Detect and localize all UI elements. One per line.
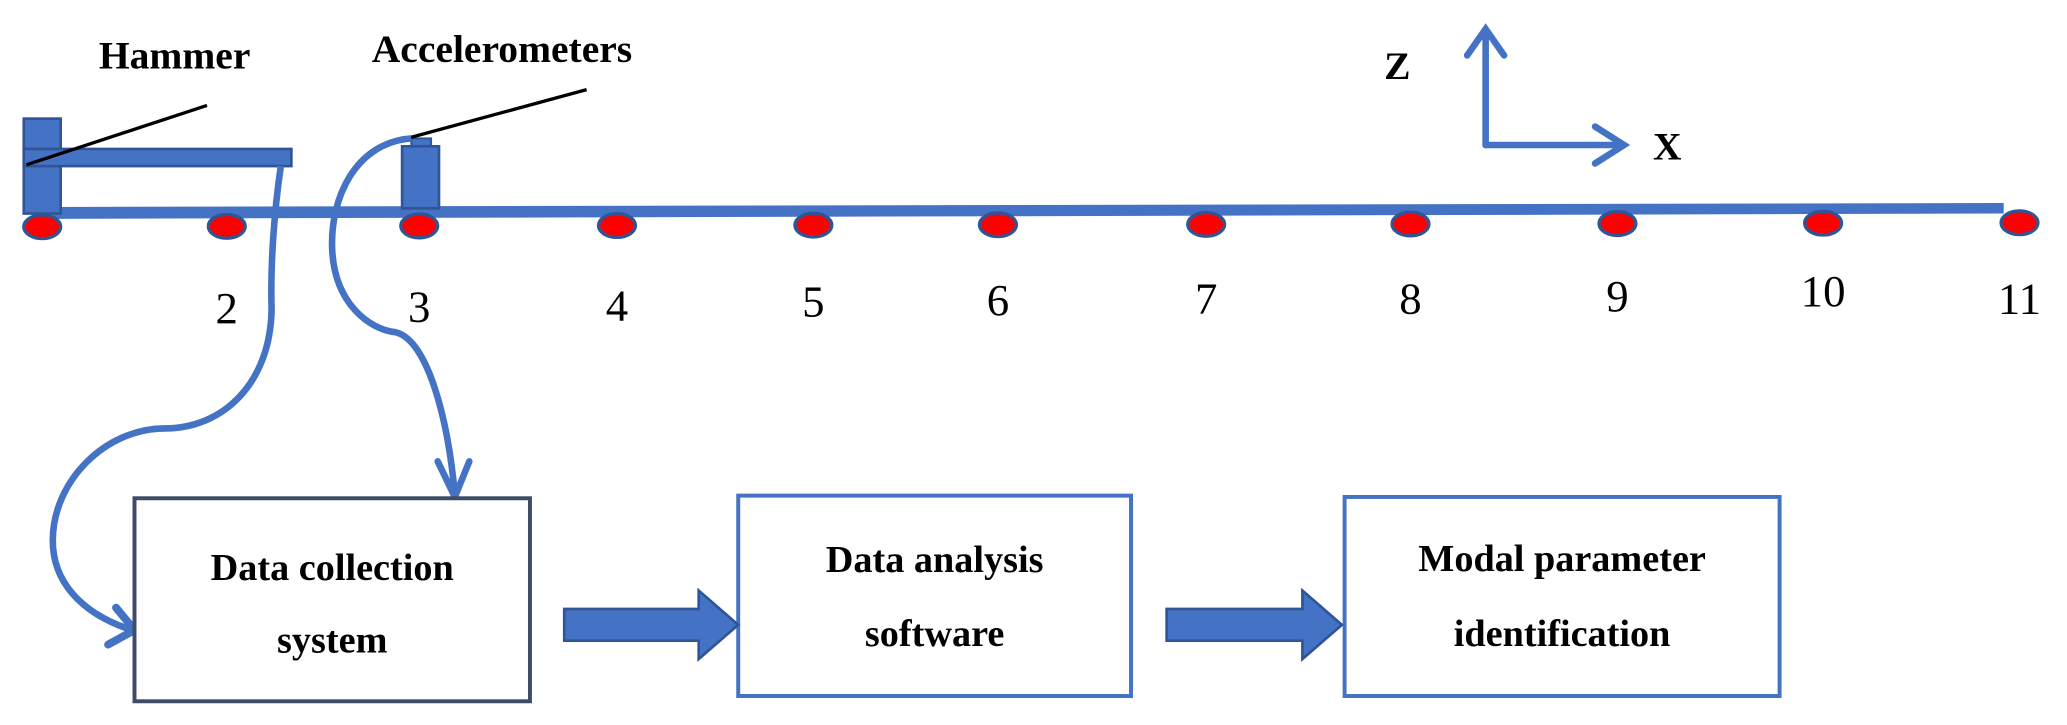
data-analysis-line2: software	[865, 613, 1004, 655]
measurement-points	[22, 209, 2040, 241]
beam	[52, 203, 2004, 219]
point-label: 10	[1801, 266, 1846, 316]
accelerometers-label: Accelerometers	[372, 27, 632, 71]
measurement-point	[1390, 210, 1431, 238]
point-label: 11	[1998, 274, 2041, 324]
axes-icon	[1463, 23, 1631, 167]
measurement-point	[793, 211, 834, 239]
point-label: 9	[1606, 271, 1628, 321]
data-analysis-line1: Data analysis	[826, 539, 1044, 581]
measurement-point	[596, 212, 638, 240]
measurement-point	[1999, 209, 2040, 237]
modal-identification-line2: identification	[1454, 613, 1671, 655]
point-label: 3	[408, 282, 430, 332]
data-collection-line2: system	[277, 620, 388, 662]
point-label: 6	[987, 275, 1009, 325]
axis-z-label: Z	[1384, 44, 1410, 88]
point-label: 4	[606, 280, 628, 330]
point-label: 7	[1195, 274, 1217, 324]
point-labels: 2 3 4 5 6 7 8 9 10 11	[216, 266, 2042, 333]
modal-identification-box	[1342, 494, 1782, 698]
measurement-point	[1597, 210, 1638, 238]
measurement-point	[399, 212, 440, 240]
flow-arrow-2	[1165, 587, 1344, 662]
point-label: 5	[802, 276, 824, 326]
accelerometer	[400, 145, 441, 210]
accelerometer-cable	[328, 135, 459, 495]
hammer-cable	[49, 165, 285, 634]
measurement-point	[206, 212, 247, 240]
point-label: 8	[1399, 274, 1421, 324]
data-collection-box	[132, 496, 532, 704]
modal-identification-line1: Modal parameter	[1418, 538, 1706, 580]
flow-arrow-1	[562, 587, 741, 662]
hammer-label: Hammer	[99, 34, 250, 78]
data-collection-line1: Data collection	[211, 547, 454, 589]
measurement-point	[977, 211, 1019, 239]
axis-x-label: X	[1653, 124, 1682, 168]
data-analysis-box	[736, 493, 1134, 698]
measurement-point	[1186, 210, 1227, 238]
hammer-handle	[22, 147, 293, 168]
accelerometer-leader-line	[401, 88, 588, 142]
measurement-point	[1802, 209, 1844, 237]
measurement-point	[22, 213, 63, 241]
hammer-leader-line	[25, 103, 208, 167]
point-label: 2	[216, 283, 238, 333]
